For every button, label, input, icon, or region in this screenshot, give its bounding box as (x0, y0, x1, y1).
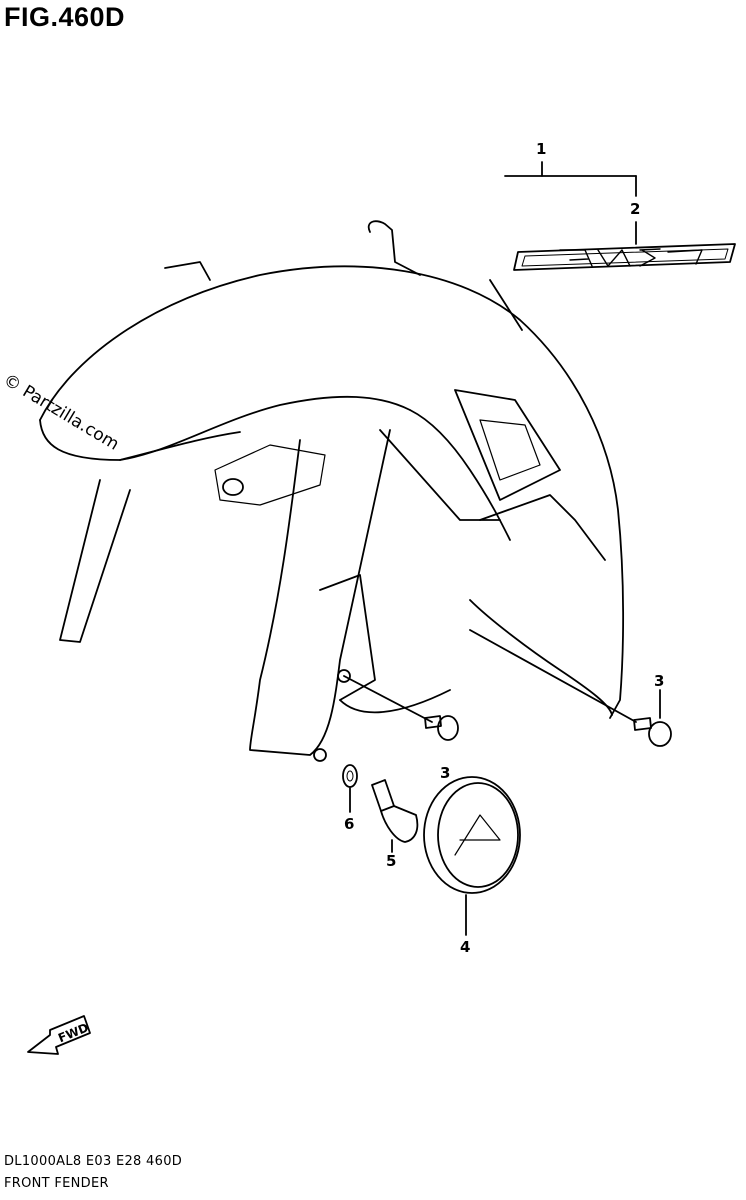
abs-emblem-sticker (513, 243, 736, 271)
fwd-arrow-icon (27, 1015, 91, 1055)
callout-4: 4 (460, 938, 471, 956)
model-code: DL1000AL8 E03 E28 460D (4, 1154, 183, 1169)
callout-5: 5 (386, 852, 397, 870)
spacer-collar-5 (371, 779, 419, 843)
leader-line-1 (504, 161, 637, 197)
front-fender (39, 220, 625, 762)
callout-3-right: 3 (654, 672, 665, 690)
callout-3-left: 3 (440, 764, 451, 782)
washer-6 (342, 764, 358, 788)
figure-title: FIG.460D (4, 2, 126, 32)
callout-2: 2 (630, 200, 641, 218)
section-name: FRONT FENDER (4, 1176, 109, 1191)
fwd-label: FWD (56, 1020, 90, 1045)
callout-1: 1 (536, 140, 547, 158)
bolt-3-left (424, 715, 459, 741)
callout-6: 6 (344, 815, 355, 833)
reflector-cap-4 (423, 776, 521, 894)
leader-line-3b (469, 629, 637, 723)
leader-line-3a (343, 675, 433, 723)
bolt-3-right (633, 717, 672, 747)
